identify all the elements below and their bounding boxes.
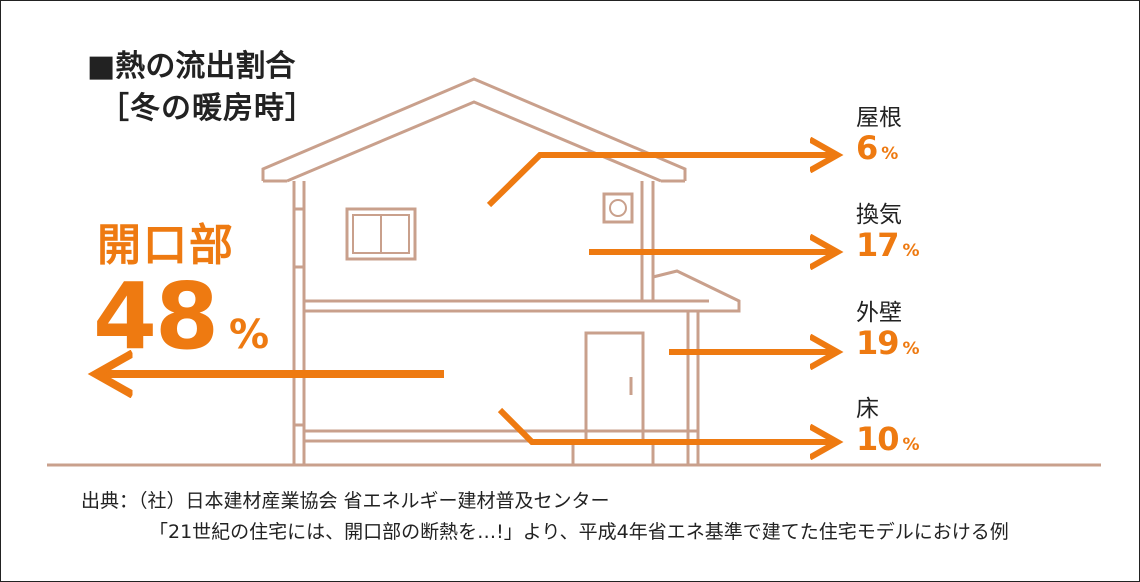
arrow-roof — [486, 155, 835, 208]
source-line-2: 「21世紀の住宅には、開口部の断熱を…!」より、平成4年省エネ基準で建てた住宅モ… — [149, 521, 1009, 543]
roof-outer — [261, 77, 687, 181]
chart-subtitle: ［冬の暖房時］ — [99, 91, 316, 126]
part-wall-name: 外壁 — [856, 300, 902, 326]
openings-value: 48 — [93, 263, 219, 370]
source-line-1: 出典：（社）日本建材産業協会 省エネルギー建材普及センター — [81, 490, 610, 512]
part-floor-name: 床 — [856, 396, 879, 422]
part-ventilation-unit: % — [902, 241, 920, 261]
roof-inner — [286, 100, 662, 183]
openings-percentage: 48% — [93, 263, 269, 370]
openings-label: 開口部 — [97, 220, 235, 271]
part-floor-value: 10 — [856, 420, 900, 458]
part-floor: 床 10% — [856, 395, 920, 461]
part-roof-unit: % — [881, 144, 899, 164]
part-floor-unit: % — [902, 435, 920, 455]
vent — [602, 192, 634, 224]
openings-unit: % — [229, 312, 270, 358]
part-roof: 屋根 6% — [856, 104, 902, 170]
part-ventilation-name: 換気 — [856, 202, 902, 228]
part-ventilation-value: 17 — [856, 226, 900, 264]
arrow-floor — [497, 407, 835, 442]
part-wall: 外壁 19% — [856, 299, 920, 365]
door — [584, 331, 645, 443]
part-roof-value: 6 — [856, 129, 878, 167]
chart-title: ■熱の流出割合 — [87, 49, 296, 84]
part-wall-value: 19 — [856, 324, 900, 362]
part-roof-name: 屋根 — [856, 105, 902, 131]
part-wall-unit: % — [902, 339, 920, 359]
part-ventilation: 換気 17% — [856, 201, 920, 267]
lower-roof — [652, 269, 741, 313]
window — [345, 207, 417, 261]
